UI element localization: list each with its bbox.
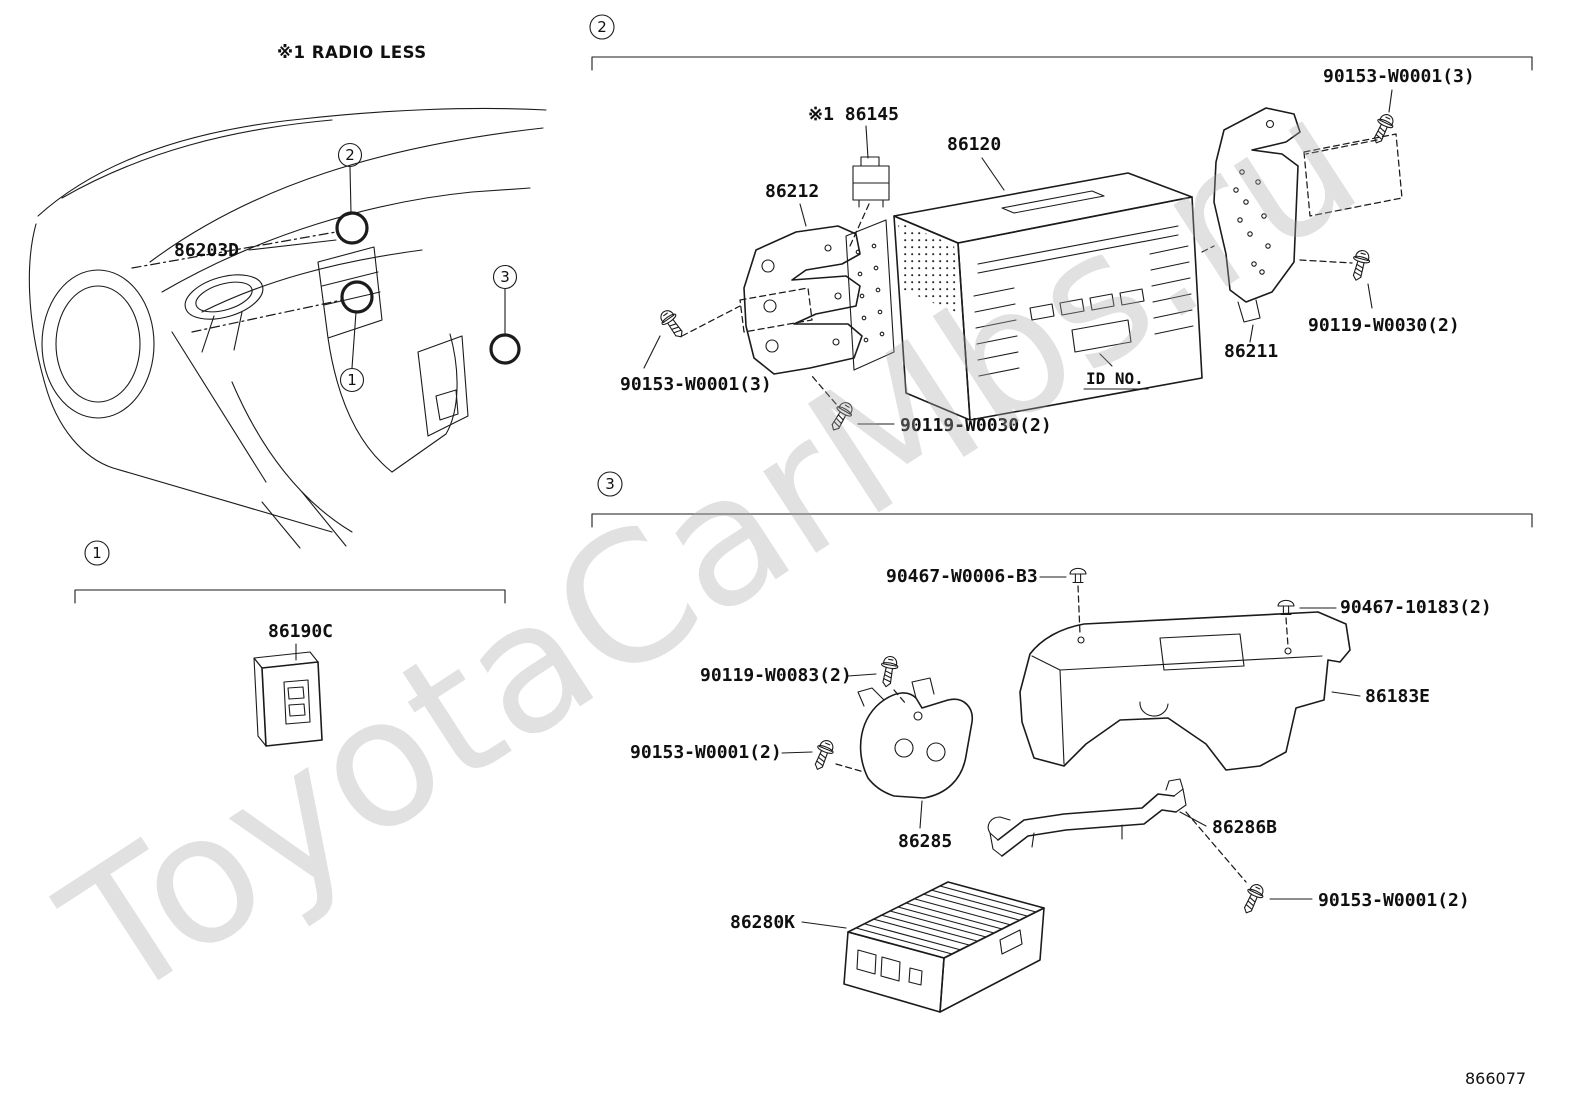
section-1-marker-number: 1 [92,544,102,562]
radio-less-note: ※1 RADIO LESS [277,43,427,62]
section-3-marker-number: 3 [605,475,615,493]
screw-90153-s3-right-drawing: 90153-W0001(2) [1238,881,1470,917]
section-1-marker [84,540,110,566]
amplifier-86280k-drawing: 86280K [730,881,1045,1013]
section-1-switch: 1 86190C [74,540,506,747]
clip-icon [1069,567,1087,584]
fastener-label-90153-s3-right: 90153-W0001(2) [1318,890,1470,911]
callout-target-2-circle [335,211,369,245]
part-label-86211: 86211 [1224,341,1278,362]
fastener-label-90119-bottom: 90119-W0030(2) [900,415,1052,436]
amp-right-face [939,907,1045,1013]
part-label-86280k: 86280K [730,912,795,933]
section-2-radio-assembly: 2 ※1 86145 86212 [589,14,1533,436]
id-no-label: ID NO. [1086,369,1144,388]
amp-front-face [843,931,945,1013]
watermark: ToyotaCarMbs.ru [29,56,1391,1041]
clip-icon [1277,599,1295,616]
radio-front-face [957,196,1203,421]
part-label-86286b: 86286B [1212,817,1277,838]
callout-2-number: 2 [345,146,355,164]
fastener-label-90119-right: 90119-W0030(2) [1308,315,1460,336]
section-2-marker [589,14,615,40]
screw-90153-left-drawing: 90153-W0001(3) [620,305,772,395]
section-1-bracket [74,589,506,604]
fastener-label-90467-right: 90467-10183(2) [1340,597,1492,618]
radio-unit-86120-drawing: 86120 ID NO. [893,134,1203,421]
cover-86183e-drawing: 86183E [1019,611,1430,771]
screw-icon [877,654,900,689]
part-label-86203d: 86203D [174,240,239,261]
bracket-86212-drawing: 86212 [739,181,895,375]
clip-90467-w0006-drawing: 90467-W0006-B3 [886,566,1087,644]
callout-target-1-circle [340,280,374,314]
screw-90119-w0083-drawing: 90119-W0083(2) [700,654,907,705]
screw-90119-bottom-drawing: 90119-W0030(2) [811,375,1052,436]
part-label-86145: ※1 86145 [808,104,899,125]
screw-icon [656,306,689,343]
bracket-86285-drawing: 86285 [857,677,973,852]
bracket-86211-drawing: 86211 [1201,107,1403,362]
screw-icon [1238,881,1268,917]
callout-1-number: 1 [347,371,357,389]
screw-90119-right-drawing: 90119-W0030(2) [1299,248,1460,336]
screw-90153-top-right-drawing: 90153-W0001(3) [1305,66,1475,155]
bracket-86286b-drawing: 86286B [987,778,1277,883]
car-dashboard-overview-drawing: ※1 RADIO LESS 86203D 2 1 [28,43,547,549]
switch-86190c-drawing [253,651,323,747]
callout-3-number: 3 [500,268,510,286]
drawing-number: 866077 [1465,1069,1526,1088]
screw-icon [809,737,837,773]
fastener-label-90119-w0083: 90119-W0083(2) [700,665,852,686]
fastener-label-90153-top-right: 90153-W0001(3) [1323,66,1475,87]
watermark-text: ToyotaCarMbs.ru [29,56,1391,1041]
part-label-86183e: 86183E [1365,686,1430,707]
callout-target-3-circle [489,333,521,365]
section-3-bracket [591,513,1533,528]
section-3-marker [597,471,623,497]
section-2-bracket [591,56,1533,71]
connector-86145-drawing: ※1 86145 [808,104,899,247]
radio-id-plate [1071,319,1132,353]
section-2-marker-number: 2 [597,18,607,36]
part-label-86120: 86120 [947,134,1001,155]
part-label-86212: 86212 [765,181,819,202]
part-label-86190c: 86190C [268,621,333,642]
part-label-86285: 86285 [898,831,952,852]
fastener-label-90153-s3-left: 90153-W0001(2) [630,742,782,763]
fastener-label-90153-left: 90153-W0001(3) [620,374,772,395]
fastener-label-90467-top: 90467-W0006-B3 [886,566,1038,587]
clip-90467-10183-drawing: 90467-10183(2) [1277,597,1492,655]
radio-mesh-panel [898,222,960,315]
section-3-amplifier-assembly: 3 90467-W0006-B3 90467-10183(2) 8618 [591,471,1533,1013]
screw-90153-s3-left-drawing: 90153-W0001(2) [630,737,865,773]
